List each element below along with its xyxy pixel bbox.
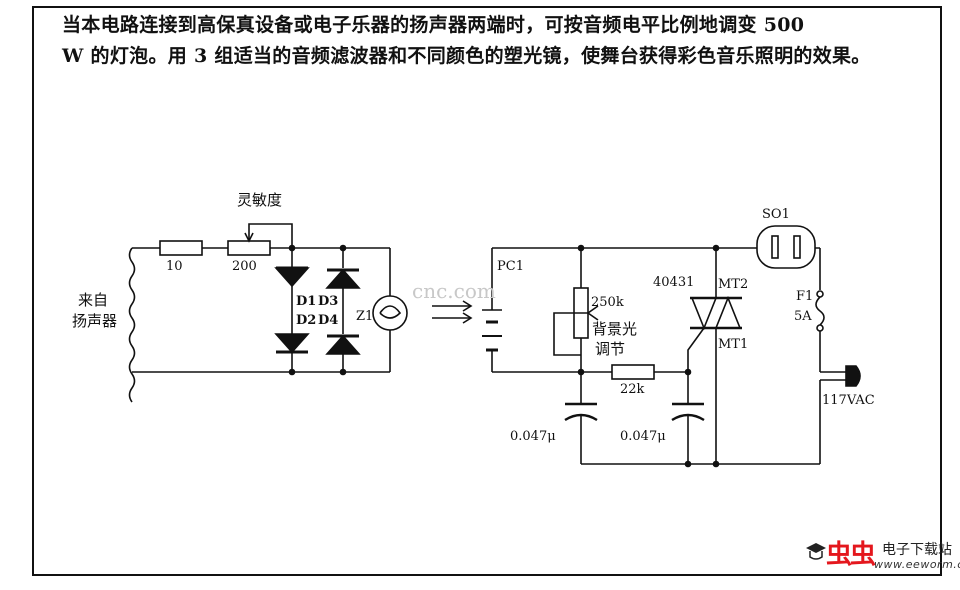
- so1-label: SO1: [762, 207, 790, 222]
- diode-d2: [274, 333, 310, 372]
- pc1-label: PC1: [497, 259, 524, 274]
- background-label-2: 调节: [595, 340, 625, 358]
- watermark-tagline: 电子下载站: [882, 542, 952, 558]
- f1-label: F1: [796, 289, 813, 304]
- graduation-cap-icon: [806, 543, 826, 560]
- capacitor-c2: [671, 402, 705, 422]
- f1-rating: 5A: [794, 309, 812, 324]
- diode-d4: [325, 334, 361, 372]
- description-line-1: 当本电路连接到高保真设备或电子乐器的扬声器两端时，可按音频电平比例地调变 500: [62, 14, 805, 36]
- wiper-wire: [248, 223, 293, 248]
- wiper-arrow: [244, 232, 254, 243]
- input-terminals: [128, 247, 136, 403]
- watermark-brand: 虫虫: [826, 540, 876, 570]
- diode-d3: [325, 248, 361, 289]
- r1-label: 10: [166, 259, 183, 274]
- circuit-description: 当本电路连接到高保真设备或电子乐器的扬声器两端时，可按音频电平比例地调变 500…: [62, 10, 920, 72]
- resistor-22k: [611, 364, 655, 380]
- mains-label: 117VAC: [822, 393, 875, 408]
- triac: [690, 295, 742, 331]
- input-label-2: 扬声器: [72, 312, 117, 330]
- diagram-frame: [32, 6, 942, 576]
- pot-wiper-wire: [553, 312, 588, 356]
- d1-label: D1: [296, 294, 316, 309]
- watermark-url: www.eeworm.com: [874, 558, 960, 571]
- junction: [288, 368, 296, 376]
- mt1-label: MT1: [718, 337, 748, 352]
- d3-label: D3: [318, 294, 338, 309]
- triac-gate-wire: [687, 327, 705, 372]
- mains-plug: [820, 365, 861, 387]
- sensitivity-label: 灵敏度: [237, 191, 282, 209]
- photocell-pc1: [482, 309, 502, 352]
- lamp-z1: [372, 295, 408, 331]
- diode-d1: [274, 248, 310, 288]
- c2-label: 0.047μ: [620, 429, 666, 444]
- triac-label: 40431: [653, 275, 694, 290]
- watermark-mark: cnc.com: [412, 279, 496, 303]
- potentiometer-sensitivity: [227, 240, 271, 256]
- background-label-1: 背景光: [592, 320, 637, 338]
- resistor-r1: [159, 240, 203, 256]
- light-coupling-arrows: [432, 300, 473, 324]
- watermark-logo: 虫虫 电子下载站 www.eeworm.com: [806, 534, 960, 586]
- r3-label: 22k: [620, 382, 645, 397]
- pot-label: 250k: [591, 295, 624, 310]
- input-label-1: 来自: [78, 291, 108, 309]
- socket-so1: [756, 225, 816, 269]
- fuse-f1: [815, 290, 825, 332]
- z1-label: Z1: [356, 309, 373, 324]
- d2-label: D2: [296, 313, 316, 328]
- junction: [684, 460, 692, 468]
- mt2-label: MT2: [718, 277, 748, 292]
- r2-label: 200: [232, 259, 257, 274]
- description-line-2: W 的灯泡。用 3 组适当的音频滤波器和不同颜色的塑光镜，使舞台获得彩色音乐照明…: [62, 45, 871, 67]
- capacitor-c1: [564, 402, 598, 422]
- d4-label: D4: [318, 313, 338, 328]
- junction: [339, 368, 347, 376]
- c1-label: 0.047μ: [510, 429, 556, 444]
